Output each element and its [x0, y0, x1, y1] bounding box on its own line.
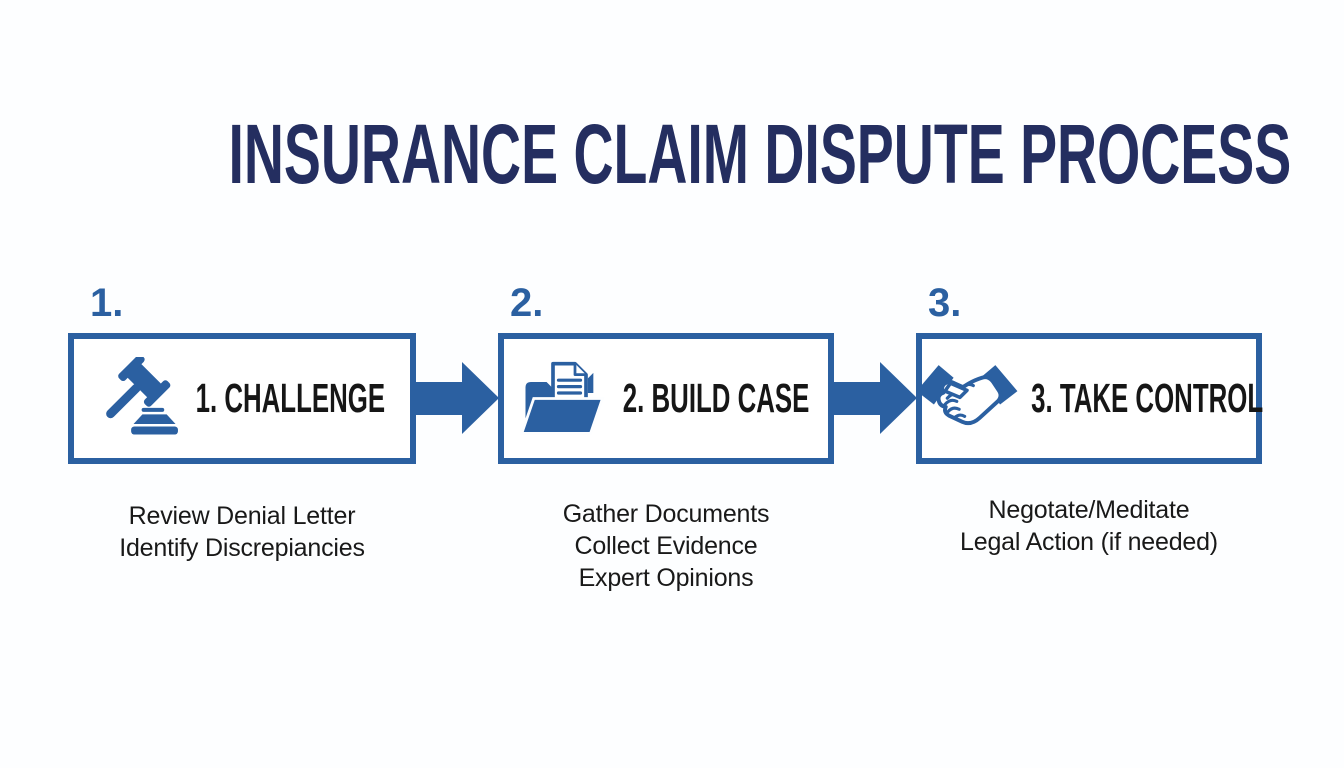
step-2-box: 2. BUILD CASE [498, 333, 834, 464]
step-1-description: Review Denial Letter Identify Discrepian… [68, 500, 416, 564]
page-title: INSURANCE CLAIM DISPUTE PROCESS [228, 107, 1292, 201]
step-3-box: 3. TAKE CONTROL [916, 333, 1263, 464]
arrow-shaft [415, 382, 462, 415]
gavel-icon [105, 356, 178, 435]
arrow-right-icon [833, 362, 917, 435]
step-3-description: Negotate/Meditate Legal Action (if neede… [916, 494, 1262, 558]
step-2-description: Gather Documents Collect Evidence Expert… [498, 498, 834, 594]
step-1-label: 1. CHALLENGE [195, 375, 385, 421]
description-line: Expert Opinions [578, 564, 754, 592]
description-line: Review Denial Letter [128, 502, 356, 530]
step-3-number: 3. [928, 281, 962, 325]
description-line: Identify Discrepiancies [119, 534, 365, 562]
step-1-number: 1. [90, 281, 124, 325]
step-3-label: 3. TAKE CONTROL [1031, 375, 1263, 421]
arrow-right-icon [415, 362, 499, 435]
handshake-icon [916, 364, 1018, 425]
arrow-head [880, 362, 917, 434]
arrow-head [462, 362, 499, 434]
folder-documents-icon [519, 361, 605, 435]
description-line: Legal Action (if needed) [960, 528, 1218, 556]
step-2-label: 2. BUILD CASE [622, 375, 810, 421]
description-line: Collect Evidence [574, 532, 758, 560]
description-line: Negotate/Meditate [988, 496, 1190, 524]
step-2-number: 2. [510, 281, 544, 325]
arrow-shaft [833, 382, 880, 415]
step-1-box: 1. CHALLENGE [68, 333, 416, 464]
description-line: Gather Documents [562, 500, 770, 528]
